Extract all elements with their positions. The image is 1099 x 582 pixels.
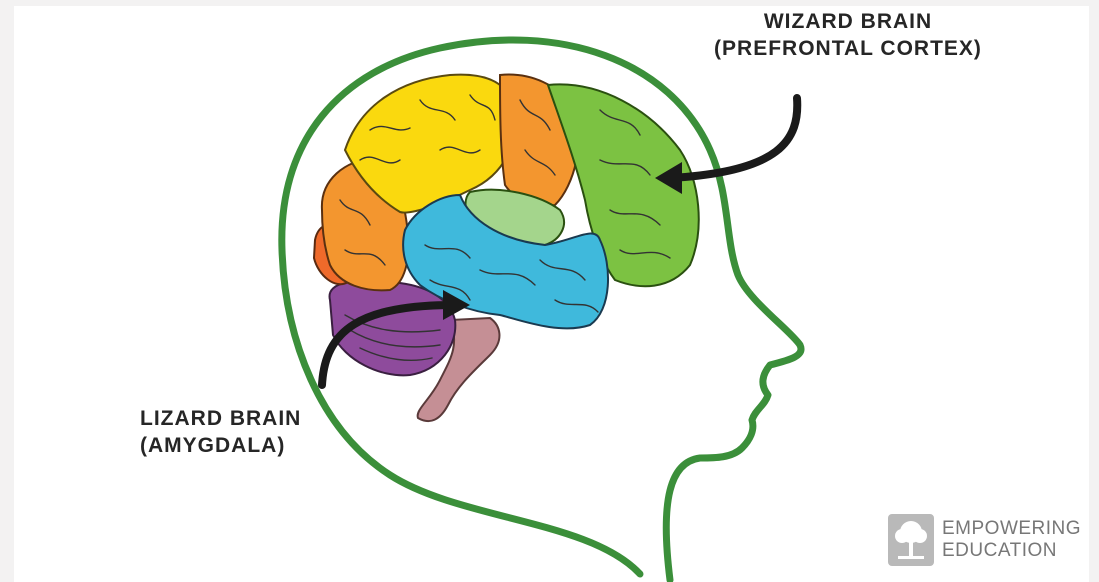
logo-text-line2: EDUCATION (942, 540, 1081, 562)
logo-text: EMPOWERING EDUCATION (942, 518, 1081, 562)
logo-text-line1: EMPOWERING (942, 518, 1081, 540)
wizard-brain-label: WIZARD BRAIN (PREFRONTAL CORTEX) (668, 8, 1028, 62)
lizard-brain-label: LIZARD BRAIN (AMYGDALA) (140, 405, 301, 459)
lizard-brain-subtitle: (AMYGDALA) (140, 432, 301, 459)
lizard-brain-title: LIZARD BRAIN (140, 405, 301, 432)
wizard-brain-title: WIZARD BRAIN (668, 8, 1028, 35)
empowering-education-logo: EMPOWERING EDUCATION (888, 514, 1081, 566)
tree-logo-icon (888, 514, 934, 566)
wizard-brain-subtitle: (PREFRONTAL CORTEX) (668, 35, 1028, 62)
